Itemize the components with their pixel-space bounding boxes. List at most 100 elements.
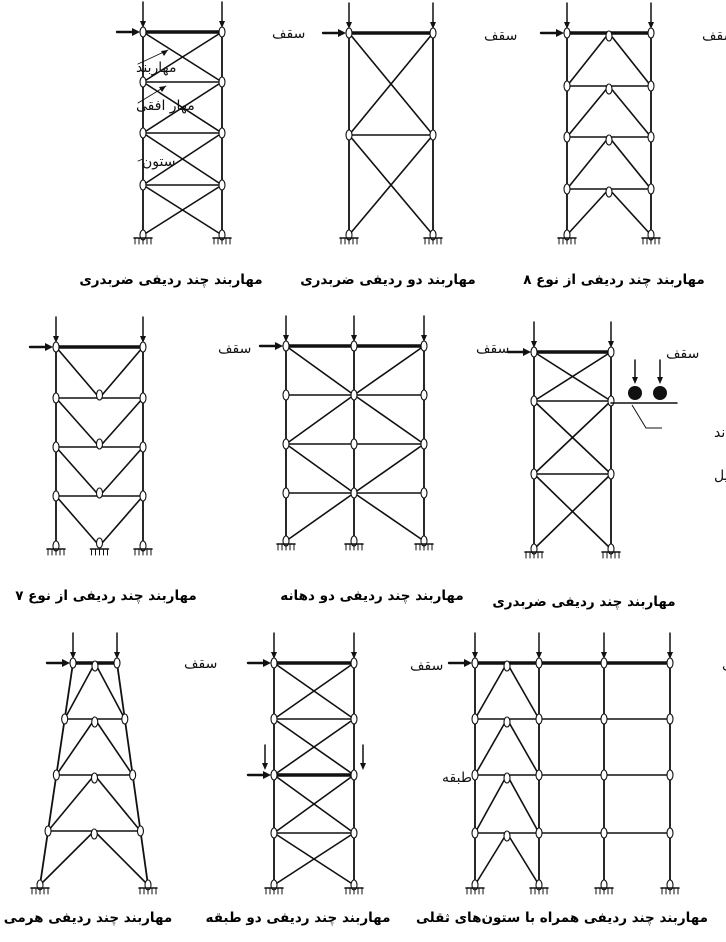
- chevron-brace: [566, 188, 610, 236]
- joint-node: [535, 769, 543, 781]
- right-arrow-icon: [338, 29, 346, 37]
- x-brace: [142, 184, 223, 236]
- right-arrow-icon: [556, 29, 564, 37]
- roof-label-i: سقف: [722, 658, 726, 674]
- joint-node: [139, 341, 147, 353]
- joint-node: [530, 346, 538, 358]
- down-arrow-icon: [657, 377, 663, 384]
- joint-node: [270, 827, 278, 839]
- joint-node: [607, 346, 615, 358]
- joint-node: [605, 83, 613, 95]
- down-arrow-icon: [421, 335, 427, 342]
- joint-node: [52, 341, 60, 353]
- joint-node: [600, 769, 608, 781]
- chevron-brace: [55, 718, 96, 776]
- chevron-brace: [39, 830, 96, 886]
- diagonal-brace: [285, 394, 355, 445]
- chevron-brace: [506, 832, 540, 886]
- joint-node: [429, 129, 437, 141]
- joint-node: [139, 76, 147, 88]
- joint-node: [345, 129, 353, 141]
- chevron-brace: [93, 774, 142, 832]
- caption-multi-row-two-bay: مهاربند چند ردیفی دو دهانه: [280, 588, 463, 604]
- x-brace: [348, 134, 434, 236]
- joint-node: [429, 27, 437, 39]
- joint-node: [350, 657, 358, 669]
- x-brace: [142, 31, 223, 83]
- right-arrow-icon: [132, 28, 140, 36]
- joint-node: [113, 657, 121, 669]
- joint-node: [139, 392, 147, 404]
- v-brace: [98, 397, 144, 448]
- joint-node: [600, 713, 608, 725]
- down-arrow-icon: [219, 21, 225, 28]
- x-brace: [273, 718, 355, 776]
- joint-node: [647, 80, 655, 92]
- v-brace: [98, 346, 144, 399]
- roof-label-f: سقف: [666, 346, 699, 362]
- joint-node: [563, 80, 571, 92]
- chevron-brace: [506, 774, 540, 834]
- joint-node: [647, 183, 655, 195]
- chevron-brace: [608, 136, 652, 190]
- diagonal-brace: [353, 443, 425, 494]
- down-arrow-icon: [608, 341, 614, 348]
- joint-node: [90, 772, 99, 784]
- joint-node: [52, 392, 60, 404]
- chevron-brace: [608, 85, 652, 138]
- leader-arrow-icon: [159, 86, 166, 92]
- chevron-brace: [506, 662, 540, 720]
- joint-node: [471, 657, 479, 669]
- down-arrow-icon: [430, 22, 436, 29]
- crane-wheel-icon: [653, 386, 667, 400]
- joint-node: [350, 340, 358, 352]
- joint-node: [52, 769, 60, 781]
- joint-node: [563, 27, 571, 39]
- down-arrow-icon: [667, 652, 673, 659]
- v-brace: [55, 397, 101, 448]
- joint-node: [69, 657, 77, 669]
- joint-node: [600, 827, 608, 839]
- x-brace: [142, 132, 223, 186]
- down-arrow-icon: [346, 22, 352, 29]
- joint-node: [605, 134, 613, 146]
- right-arrow-icon: [523, 348, 531, 356]
- down-arrow-icon: [271, 652, 277, 659]
- joint-node: [535, 827, 543, 839]
- x-brace: [273, 832, 355, 886]
- chevron-brace: [474, 718, 508, 776]
- joint-node: [666, 769, 674, 781]
- joint-node: [530, 395, 538, 407]
- v-brace: [55, 446, 101, 497]
- joint-node: [350, 713, 358, 725]
- joint-node: [61, 713, 69, 725]
- chevron-brace: [566, 32, 610, 87]
- joint-node: [600, 657, 608, 669]
- joint-node: [282, 389, 290, 401]
- caption-two-row-x: مهاربند دو ردیفی ضربدری: [300, 272, 476, 288]
- joint-node: [563, 131, 571, 143]
- joint-node: [605, 186, 613, 198]
- chevron-brace: [506, 718, 540, 776]
- joint-node: [218, 127, 226, 139]
- v-brace: [55, 346, 101, 399]
- chevron-brace: [93, 830, 149, 886]
- joint-node: [605, 30, 613, 42]
- crane-wheel-icon: [628, 386, 642, 400]
- roof-label-b: سقف: [484, 28, 517, 44]
- x-brace: [142, 81, 223, 134]
- joint-node: [503, 830, 511, 842]
- joint-node: [139, 490, 147, 502]
- chevron-brace: [566, 136, 610, 190]
- floor-annotation: طبقه: [442, 770, 472, 786]
- v-brace: [98, 446, 144, 497]
- joint-node: [270, 769, 278, 781]
- joint-node: [95, 487, 104, 499]
- down-arrow-icon: [564, 22, 570, 29]
- joint-node: [270, 657, 278, 669]
- down-arrow-icon: [351, 652, 357, 659]
- joint-node: [95, 389, 104, 401]
- joint-node: [139, 127, 147, 139]
- joint-node: [563, 183, 571, 195]
- joint-node: [350, 769, 358, 781]
